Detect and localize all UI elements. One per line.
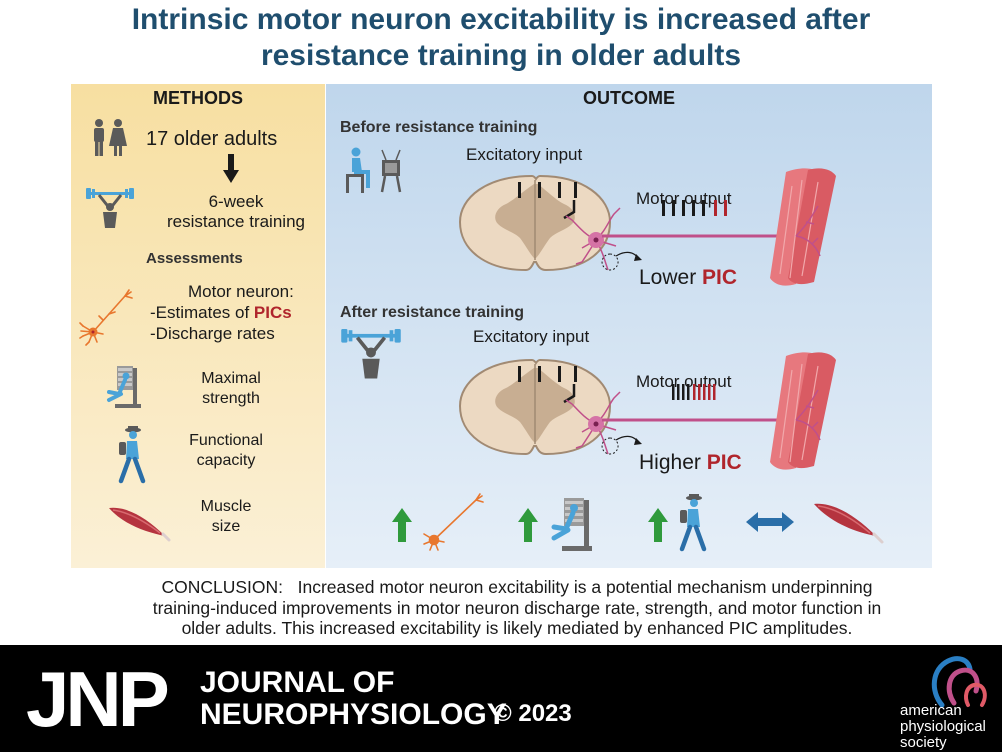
strength-line-2: strength — [202, 390, 260, 407]
society-line-3: society — [900, 734, 947, 751]
conclusion-line-1: CONCLUSION: Increased motor neuron excit… — [92, 577, 942, 598]
after-diagram — [458, 352, 836, 470]
participants-text: 17 older adults — [146, 128, 278, 150]
after-pic-prefix: Higher — [639, 451, 707, 474]
conclusion-text-2: training-induced improvements in motor n… — [152, 597, 882, 618]
summary-leg-press-icon — [551, 498, 592, 551]
people-icon — [94, 119, 127, 156]
after-label: After resistance training — [340, 304, 525, 321]
after-weightlifter-icon — [341, 328, 401, 379]
before-pic-highlight: PIC — [702, 266, 738, 289]
leg-press-icon — [107, 366, 141, 408]
muscle-size-text: Muscle size — [196, 497, 256, 537]
training-line-2: resistance training — [167, 212, 305, 231]
functional-line-1: Functional — [189, 432, 263, 449]
jnp-logo: JNP — [26, 655, 170, 743]
motor-neuron-text: Motor neuron: -Estimates of PICs -Discha… — [150, 281, 320, 344]
methods-panel: METHODS 17 older adults 6-week resistanc… — [71, 84, 325, 568]
before-motor-output: Motor output — [636, 189, 732, 208]
journal-name: JOURNAL OF NEUROPHYSIOLOGY — [200, 667, 507, 731]
title-line-1: Intrinsic motor neuron excitability is i… — [131, 3, 871, 36]
conclusion-label: CONCLUSION: — [161, 577, 284, 597]
summary-neuron-icon — [423, 493, 484, 551]
neuron-icon — [79, 289, 133, 346]
conclusion-text-3: older adults. This increased excitabilit… — [181, 618, 853, 638]
after-motor-output-bars — [672, 384, 716, 400]
strength-line-1: Maximal — [201, 370, 261, 387]
pics-highlight: PICs — [253, 303, 292, 322]
conclusion: CONCLUSION: Increased motor neuron excit… — [92, 577, 942, 639]
functional-line-2: capacity — [196, 452, 256, 469]
walker-icon — [118, 426, 146, 484]
double-arrow-icon — [746, 512, 794, 532]
society-line-2: physiological — [900, 718, 986, 735]
training-text: 6-week resistance training — [166, 192, 306, 232]
page-title: Intrinsic motor neuron excitability is i… — [0, 2, 1002, 74]
estimates-line: -Estimates of PICs — [150, 302, 320, 323]
assessments-heading: Assessments — [146, 250, 243, 267]
after-muscle-fibers-icon — [770, 352, 836, 470]
after-pic-text: Higher PIC — [639, 451, 742, 475]
summary-row — [392, 493, 884, 552]
copyright-year: © 2023 — [494, 700, 572, 727]
after-neuron — [565, 391, 796, 455]
journal-line-1: JOURNAL OF — [200, 666, 395, 699]
conclusion-text-1: Increased motor neuron excitability is a… — [297, 577, 873, 597]
functional-text: Functional capacity — [176, 431, 276, 471]
society-line-1: american — [900, 702, 962, 719]
title-line-2: resistance training in older adults — [260, 39, 742, 72]
before-excitatory-input: Excitatory input — [466, 145, 583, 164]
summary-walker-icon — [679, 494, 707, 552]
before-pic-text: Lower PIC — [639, 266, 737, 290]
before-pic-prefix: Lower — [639, 266, 703, 289]
before-label: Before resistance training — [340, 119, 538, 136]
before-motor-output-bars — [662, 200, 727, 216]
muscle-line-2: size — [211, 518, 241, 535]
seated-person-tv-icon — [346, 147, 402, 193]
spinal-cord-icon — [458, 174, 612, 272]
before-diagram — [458, 168, 836, 286]
up-arrow-icon — [518, 508, 538, 542]
strength-text: Maximal strength — [186, 369, 276, 409]
before-neuron — [565, 207, 796, 271]
after-spinal-cord-icon — [458, 358, 612, 456]
after-excitatory-input: Excitatory input — [473, 327, 590, 346]
outcome-panel: OUTCOME Before resistance training Excit… — [326, 84, 932, 568]
aps-logo-icon — [931, 656, 987, 708]
motor-neuron-label: Motor neuron: — [188, 282, 294, 301]
after-pic-highlight: PIC — [706, 451, 742, 474]
down-arrow-icon — [223, 154, 239, 183]
after-motor-output: Motor output — [636, 372, 732, 391]
outcome-heading: OUTCOME — [583, 88, 675, 108]
estimates-prefix: -Estimates of — [150, 303, 254, 322]
discharge-rates-line: -Discharge rates — [150, 324, 275, 343]
up-arrow-icon — [392, 508, 412, 542]
society-name: american physiological society — [900, 703, 986, 751]
weightlifter-icon — [86, 188, 134, 228]
muscle-icon — [109, 507, 171, 542]
methods-heading: METHODS — [153, 88, 243, 108]
footer: JNP JOURNAL OF NEUROPHYSIOLOGY © 2023 am… — [0, 645, 1002, 752]
training-line-1: 6-week — [208, 192, 264, 211]
up-arrow-icon — [648, 508, 668, 542]
journal-line-2: NEUROPHYSIOLOGY — [200, 698, 507, 731]
before-muscle-fibers-icon — [770, 168, 836, 286]
muscle-line-1: Muscle — [200, 498, 252, 515]
summary-muscle-icon — [814, 503, 884, 544]
